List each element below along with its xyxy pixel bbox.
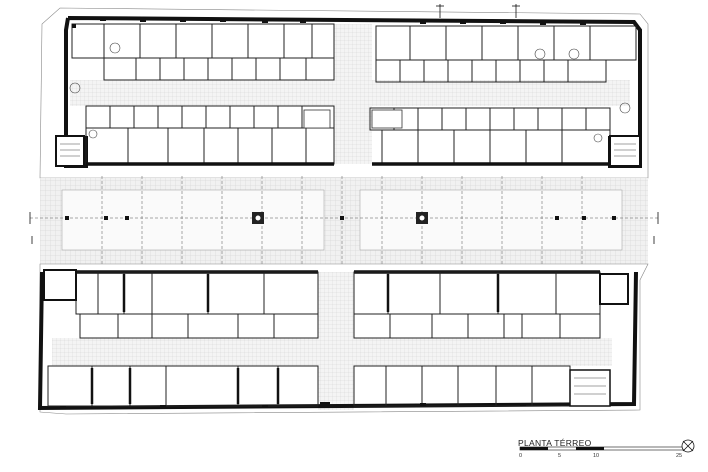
south-central-passage [318, 272, 354, 410]
tree-icon [69, 42, 631, 143]
north-arrow-icon [436, 4, 520, 18]
stair-icon [43, 269, 629, 407]
scale-bar [519, 439, 695, 453]
scale-tick-25: 25 [676, 453, 683, 459]
north-central-passage [334, 24, 372, 164]
stair-icon [55, 135, 641, 167]
plan-title: PLANTA TÉRREO [518, 438, 592, 448]
scale-tick-10: 10 [593, 453, 600, 459]
south-block [37, 263, 649, 415]
scale-tick-5: 5 [558, 453, 562, 459]
scale-tick-0: 0 [519, 453, 523, 459]
north-block [39, 7, 649, 179]
central-plaza [29, 176, 659, 268]
north-top-shops [71, 23, 637, 83]
